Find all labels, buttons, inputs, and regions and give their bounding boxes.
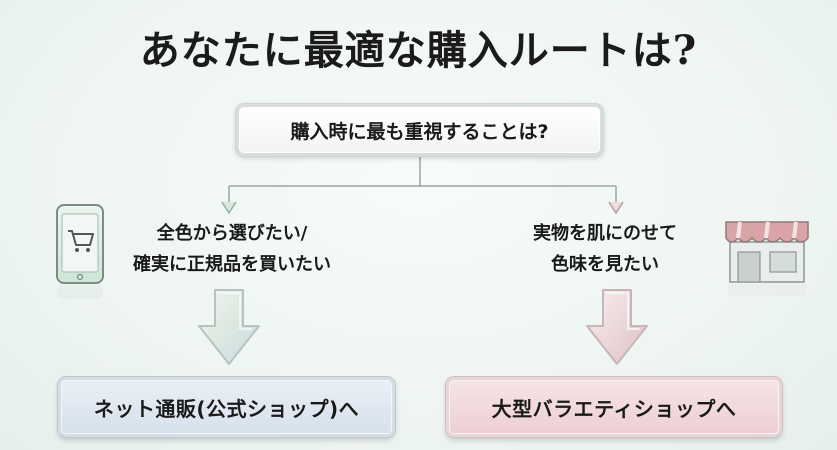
choice-left-text: 全色から選びたい/ 確実に正規品を買いたい xyxy=(112,218,352,280)
choice-right-line-1: 実物を肌にのせて xyxy=(533,223,677,244)
question-box: 購入時に最も重視することは? xyxy=(236,104,603,156)
store-front-icon xyxy=(725,221,809,296)
choice-right-line-2: 色味を見たい xyxy=(551,254,659,275)
choice-left-line-1: 全色から選びたい/ xyxy=(156,223,308,244)
result-variety-shop: 大型バラエティショップへ xyxy=(446,377,782,437)
arrow-down-left-icon xyxy=(198,289,260,365)
smartphone-cart-icon xyxy=(56,204,104,299)
arrow-down-right-icon xyxy=(586,289,648,365)
result-online-shop: ネット通販(公式ショップ)へ xyxy=(58,377,395,437)
page-title: あなたに最適な購入ルートは? xyxy=(139,27,698,74)
choice-left-line-2: 確実に正規品を買いたい xyxy=(133,254,331,275)
choice-right-text: 実物を肌にのせて 色味を見たい xyxy=(495,218,715,280)
